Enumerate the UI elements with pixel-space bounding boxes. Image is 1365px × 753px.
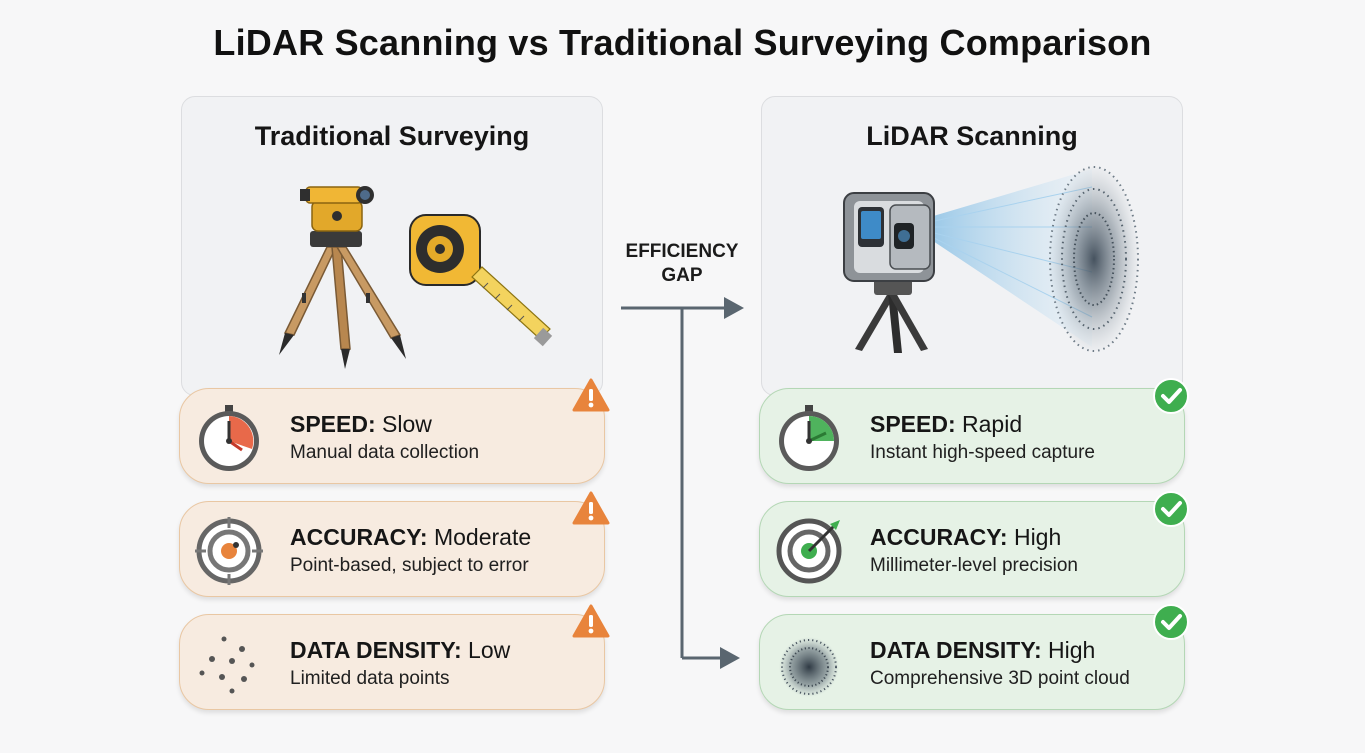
speed-detail: Instant high-speed capture (870, 442, 1095, 463)
warning-icon (572, 491, 610, 525)
accuracy-detail: Point-based, subject to error (290, 555, 529, 576)
accuracy-label: ACCURACY: Moderate (290, 524, 532, 550)
traditional-panel-title: Traditional Surveying (254, 121, 530, 151)
efficiency-gap-line2: GAP (661, 265, 703, 286)
lidar-speed-card: SPEED: Rapid Instant high-speed capture (759, 378, 1189, 484)
dense-cloud-icon (779, 637, 839, 697)
lidar-scanner-icon (843, 192, 935, 353)
speed-label: SPEED: Slow (290, 411, 432, 437)
warning-icon (572, 378, 610, 412)
density-detail: Comprehensive 3D point cloud (870, 668, 1130, 689)
efficiency-gap-label: EFFICIENCY GAP (612, 240, 752, 288)
bullseye-arrow-icon (776, 518, 842, 584)
check-icon (1153, 491, 1189, 527)
speed-label: SPEED: Rapid (870, 411, 1023, 437)
survey-level-tripod-icon (279, 186, 406, 369)
check-icon (1153, 604, 1189, 640)
efficiency-gap-line1: EFFICIENCY (625, 241, 739, 262)
warning-icon (572, 604, 610, 638)
accuracy-label: ACCURACY: High (870, 524, 1062, 550)
target-icon (195, 517, 263, 585)
accuracy-detail: Millimeter-level precision (870, 555, 1078, 576)
page-title: LiDAR Scanning vs Traditional Surveying … (213, 22, 1152, 63)
lidar-panel-title: LiDAR Scanning (866, 121, 1078, 151)
fast-stopwatch-icon (779, 405, 839, 471)
traditional-illustration (279, 186, 553, 369)
check-icon (1153, 378, 1189, 414)
lidar-scanning-panel: LiDAR Scanning (761, 96, 1183, 396)
speed-detail: Manual data collection (290, 442, 480, 463)
traditional-surveying-panel: Traditional Surveying (181, 96, 603, 396)
point-cloud-icon (1049, 166, 1139, 352)
tape-measure-icon (409, 214, 553, 347)
density-label: DATA DENSITY: High (870, 637, 1096, 663)
density-label: DATA DENSITY: Low (290, 637, 511, 663)
lidar-density-card: DATA DENSITY: High Comprehensive 3D poin… (759, 604, 1189, 710)
arrow-head-bottom-icon (720, 647, 740, 669)
density-detail: Limited data points (290, 668, 450, 689)
stopwatch-icon (199, 405, 259, 471)
traditional-density-card: DATA DENSITY: Low Limited data points (179, 604, 610, 710)
arrow-head-top-icon (724, 297, 744, 319)
traditional-accuracy-card: ACCURACY: Moderate Point-based, subject … (179, 491, 610, 597)
traditional-speed-card: SPEED: Slow Manual data collection (179, 378, 610, 484)
sparse-dots-icon (199, 636, 255, 694)
lidar-illustration (843, 166, 1139, 353)
lidar-accuracy-card: ACCURACY: High Millimeter-level precisio… (759, 491, 1189, 597)
